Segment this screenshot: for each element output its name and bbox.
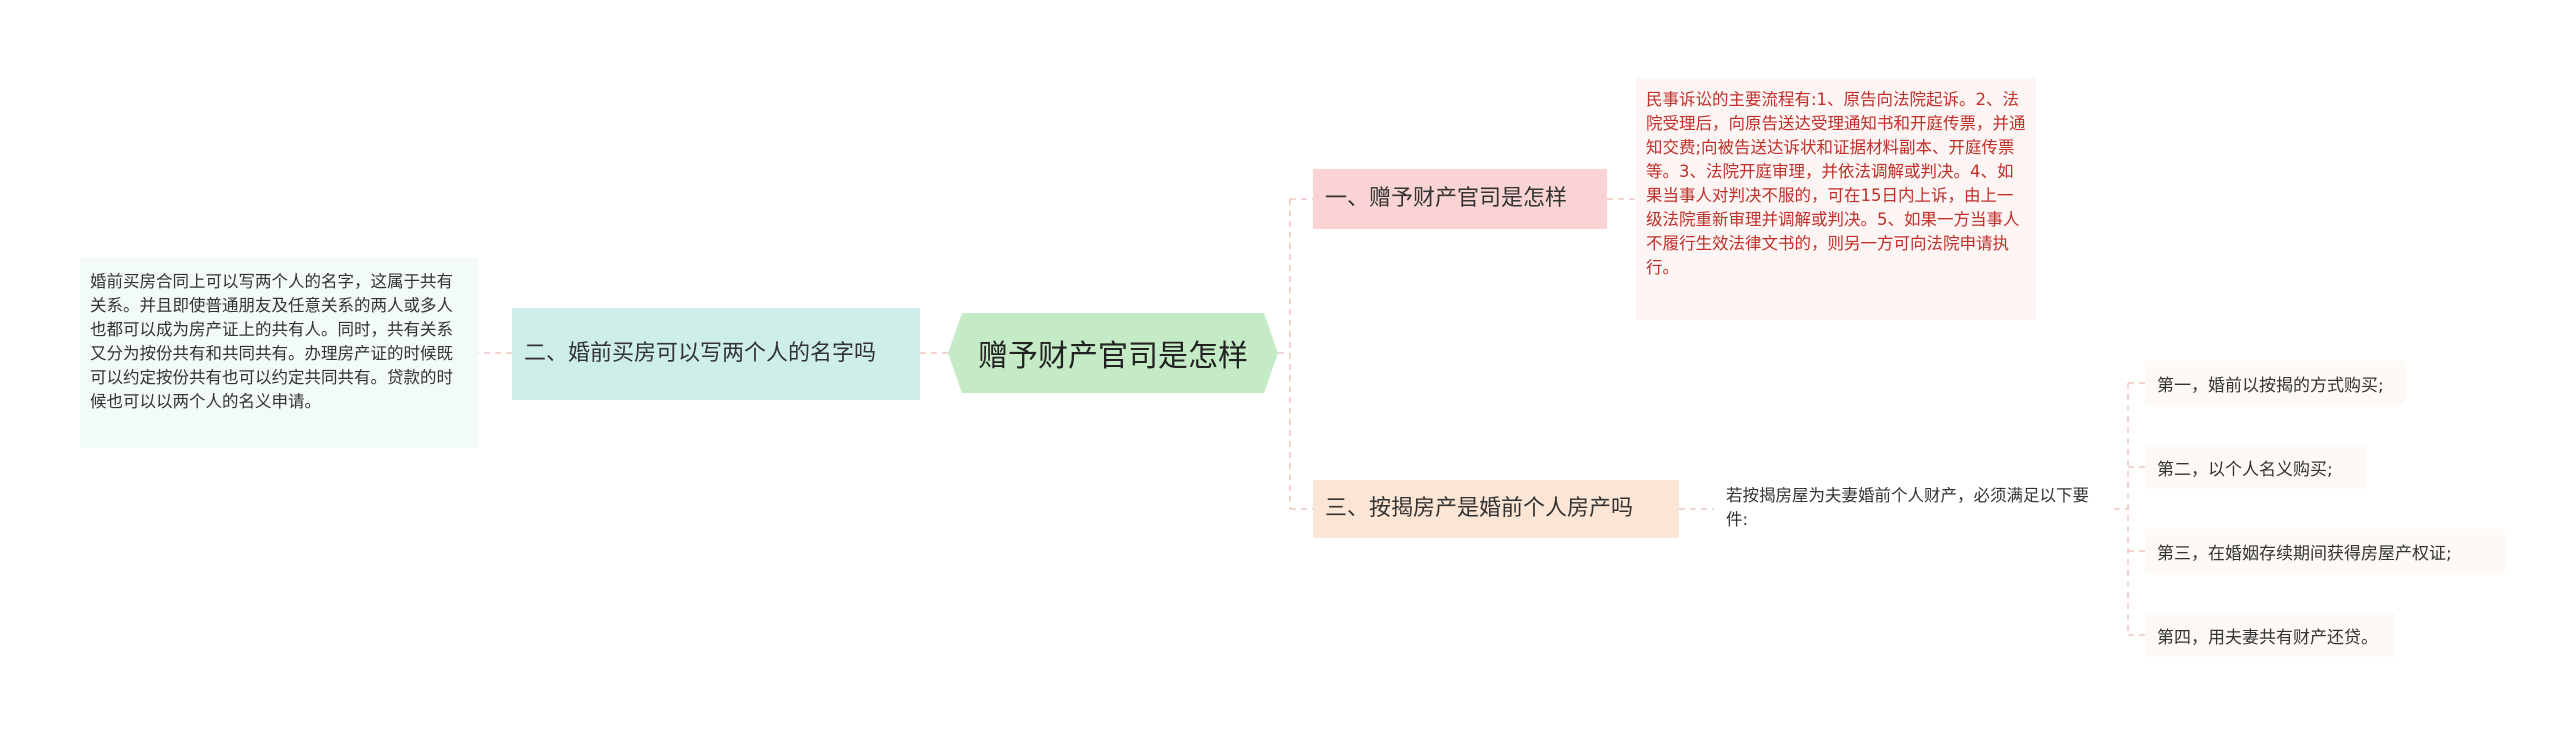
leaf-condition-4[interactable]: 第四，用夫妻共有财产还贷。 [2145, 613, 2395, 657]
leaf-condition-4-label: 第四，用夫妻共有财产还贷。 [2157, 627, 2378, 648]
central-topic[interactable]: 赠予财产官司是怎样 [948, 313, 1278, 393]
note-litigation-process[interactable]: 民事诉讼的主要流程有:1、原告向法院起诉。2、法院受理后，向原告送达受理通知书和… [1636, 78, 2036, 320]
leaf-condition-2[interactable]: 第二，以个人名义购买; [2145, 445, 2367, 489]
branch-topic-1-label: 一、赠予财产官司是怎样 [1325, 186, 1568, 212]
note-litigation-process-text: 民事诉讼的主要流程有:1、原告向法院起诉。2、法院受理后，向原告送达受理通知书和… [1646, 90, 2026, 277]
branch-topic-3[interactable]: 三、按揭房产是婚前个人房产吗 [1313, 480, 1679, 538]
branch-topic-1[interactable]: 一、赠予财产官司是怎样 [1313, 169, 1607, 229]
branch-topic-2-label: 二、婚前买房可以写两个人的名字吗 [524, 341, 877, 367]
leaf-condition-1[interactable]: 第一，婚前以按揭的方式购买; [2145, 361, 2405, 405]
central-topic-label: 赠予财产官司是怎样 [978, 339, 1248, 374]
note-joint-ownership-text: 婚前买房合同上可以写两个人的名字，这属于共有关系。并且即使普通朋友及任意关系的两… [90, 272, 453, 411]
leaf-condition-1-label: 第一，婚前以按揭的方式购买; [2157, 375, 2384, 396]
leaf-condition-2-label: 第二，以个人名义购买; [2157, 459, 2333, 480]
leaf-condition-3[interactable]: 第三，在婚姻存续期间获得房屋产权证; [2145, 529, 2505, 573]
note-joint-ownership[interactable]: 婚前买房合同上可以写两个人的名字，这属于共有关系。并且即使普通朋友及任意关系的两… [80, 258, 478, 448]
branch-topic-3-label: 三、按揭房产是婚前个人房产吗 [1325, 496, 1634, 522]
note-mortgage-conditions[interactable]: 若按揭房屋为夫妻婚前个人财产，必须满足以下要件: [1714, 474, 2114, 544]
leaf-condition-3-label: 第三，在婚姻存续期间获得房屋产权证; [2157, 543, 2452, 564]
branch-topic-2[interactable]: 二、婚前买房可以写两个人的名字吗 [512, 308, 920, 400]
note-mortgage-conditions-text: 若按揭房屋为夫妻婚前个人财产，必须满足以下要件: [1726, 486, 2089, 529]
